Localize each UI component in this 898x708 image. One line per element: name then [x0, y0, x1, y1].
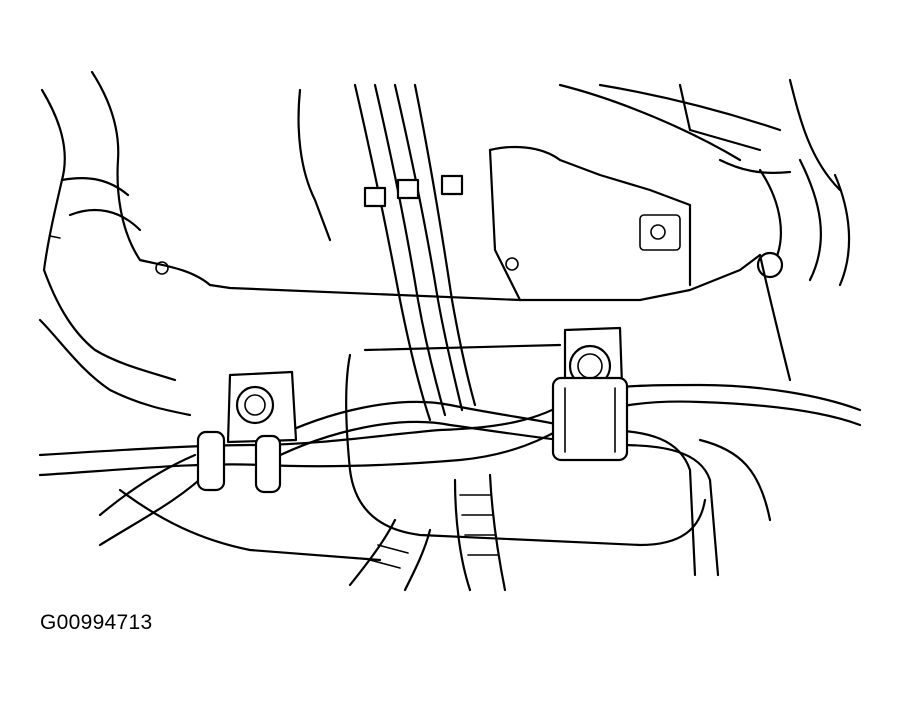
lower-hoses [348, 473, 507, 592]
upper-housing [208, 78, 842, 302]
figure-id-label: G00994713 [40, 611, 153, 634]
right-hose-assembly [718, 158, 851, 382]
lower-cover [118, 343, 772, 562]
left-engine-component [38, 70, 212, 417]
left-clamp [196, 370, 298, 494]
right-clamp [551, 326, 629, 462]
engine-line-drawing [38, 70, 862, 592]
main-line-assembly [38, 383, 862, 577]
wire-harness-vertical [353, 83, 477, 422]
